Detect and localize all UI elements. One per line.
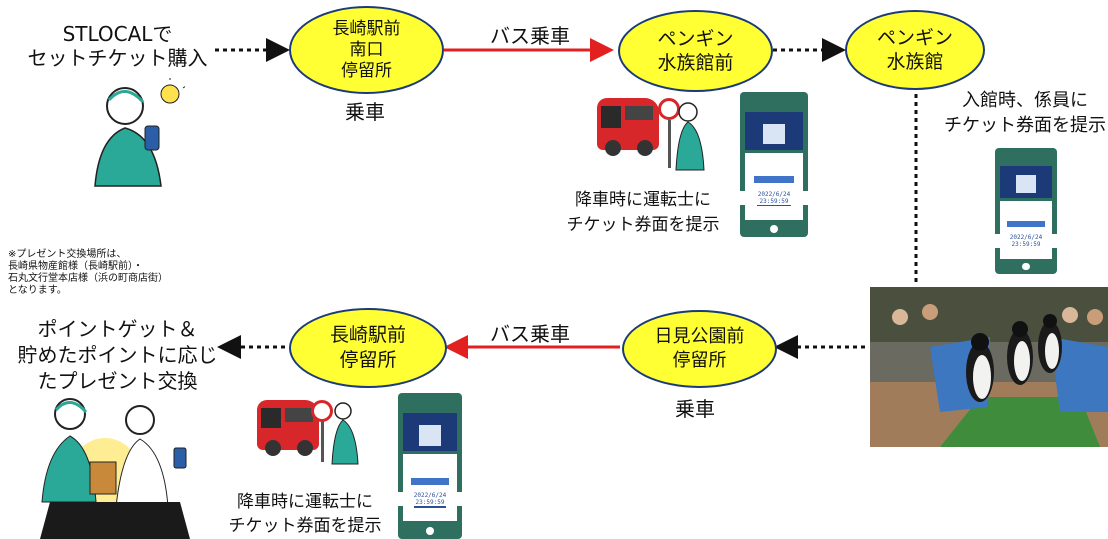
ticket-phone-3: 2022/6/24 23:59:59 bbox=[398, 393, 462, 539]
passenger-illustration-2 bbox=[331, 402, 359, 465]
board-label-2: 乗車 bbox=[675, 397, 715, 421]
ticket-date-text: 2022/6/24 23:59:59 bbox=[995, 233, 1057, 248]
bus-illustration-2 bbox=[257, 400, 319, 456]
bus-stop-sign-1 bbox=[658, 98, 680, 120]
node-himi-park-stop: 日見公園前 停留所 bbox=[622, 310, 777, 388]
passenger-illustration-1 bbox=[675, 102, 705, 171]
ticket-phone-1: 2022/6/24 23:59:59 bbox=[740, 92, 808, 237]
points-label: ポイントゲット＆ 貯めたポイントに応じ たプレゼント交換 bbox=[17, 317, 218, 393]
person-phone-illustration bbox=[94, 78, 185, 187]
ticket-date-text: 2022/6/24 23:59:59 bbox=[398, 492, 462, 507]
edge-label-bus-1: バス乗車 bbox=[490, 24, 570, 48]
bus-illustration-1 bbox=[597, 98, 659, 156]
node-nagasaki-stop: 長崎駅前 停留所 bbox=[289, 308, 447, 388]
entry-note: 入館時、係員に チケット券面を提示 bbox=[944, 90, 1106, 136]
exchange-note: ※プレゼント交換場所は、 長崎県物産館様（長崎駅前）・ 石丸文行堂本店様（浜の町… bbox=[8, 249, 168, 296]
node-penguin-mae-stop: ペンギン 水族館前 bbox=[618, 10, 773, 92]
node-nagasaki-south-stop: 長崎駅前 南口 停留所 bbox=[289, 6, 444, 94]
buy-label: STLOCALで セットチケット購入 bbox=[27, 22, 208, 70]
bus-stop-sign-2 bbox=[311, 400, 333, 422]
board-label-1: 乗車 bbox=[345, 100, 385, 124]
ticket-phone-2: 2022/6/24 23:59:59 bbox=[995, 148, 1057, 274]
alight-note-1: 降車時に運転士に チケット券面を提示 bbox=[566, 190, 720, 235]
ticket-date-text: 2022/6/24 23:59:59 bbox=[740, 190, 808, 205]
present-exchange-illustration bbox=[40, 398, 190, 539]
edge-label-bus-2: バス乗車 bbox=[490, 322, 570, 346]
alight-note-2: 降車時に運転士に チケット券面を提示 bbox=[228, 492, 382, 536]
penguin-parade-photo bbox=[870, 287, 1108, 447]
node-penguin-aquarium: ペンギン 水族館 bbox=[845, 10, 985, 90]
